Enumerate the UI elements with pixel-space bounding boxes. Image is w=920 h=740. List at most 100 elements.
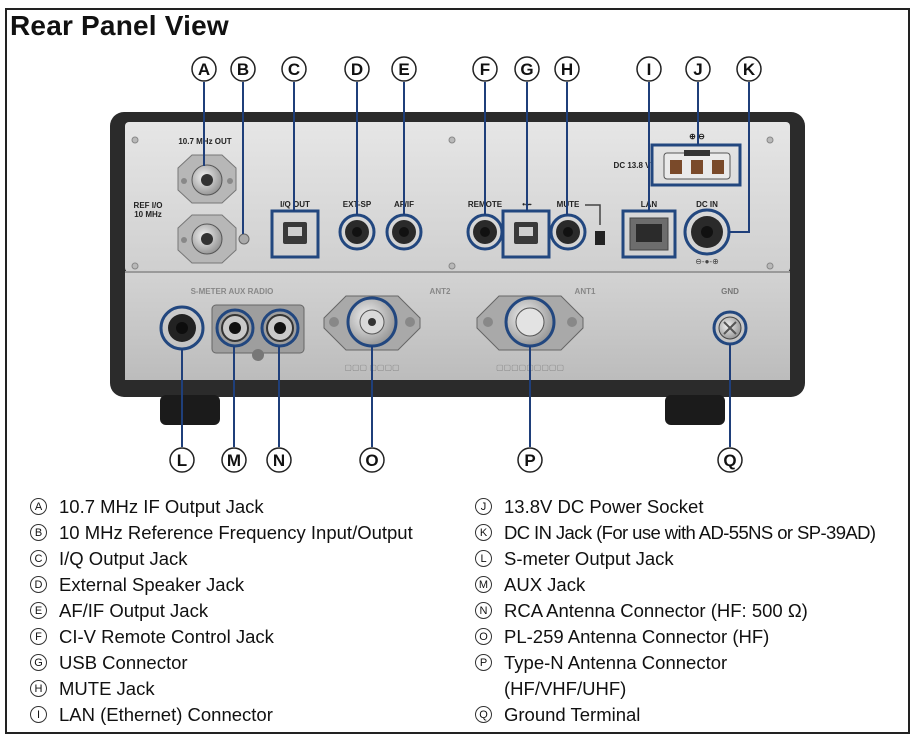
label-10mhz: 10 MHz — [134, 210, 162, 219]
legend-badge: I — [30, 706, 47, 723]
svg-text:M: M — [227, 451, 241, 470]
legend-text: S-meter Output Jack — [504, 548, 674, 569]
ext-sp-jack — [338, 213, 376, 251]
legend-badge: L — [475, 550, 492, 567]
dc-13-8-socket — [650, 143, 742, 187]
callout-a: A — [191, 56, 217, 82]
bnc-ref-io — [177, 214, 250, 264]
legend-item-l: L S-meter Output Jack — [475, 546, 875, 572]
callout-d: D — [344, 56, 370, 82]
callout-o: O — [359, 447, 385, 473]
legend-item-h: H MUTE Jack — [30, 676, 413, 702]
callout-j: J — [685, 56, 711, 82]
legend-text: CI-V Remote Control Jack — [59, 626, 274, 647]
legend-item-k: K DC IN Jack (For use with AD-55NS or SP-… — [475, 520, 876, 546]
legend-item-q: Q Ground Terminal — [475, 702, 875, 728]
legend-item-o: O PL-259 Antenna Connector (HF) — [475, 624, 875, 650]
svg-text:E: E — [398, 60, 409, 79]
legend-text: MUTE Jack — [59, 678, 155, 699]
callout-m: M — [221, 447, 247, 473]
legend-badge: C — [30, 550, 47, 567]
lan-connector — [621, 209, 677, 259]
rca-antenna-connector — [260, 308, 300, 348]
legend-badge: J — [475, 498, 492, 515]
legend-badge: F — [30, 628, 47, 645]
legend-badge — [475, 680, 492, 697]
legend-item-j: J 13.8V DC Power Socket — [475, 494, 875, 520]
legend-text: 13.8V DC Power Socket — [504, 496, 704, 517]
mute-jack — [549, 204, 605, 251]
svg-text:N: N — [273, 451, 285, 470]
legend-text: Ground Terminal — [504, 704, 641, 725]
svg-text:⊖-●-⊕: ⊖-●-⊕ — [695, 257, 719, 266]
legend-text: I/Q Output Jack — [59, 548, 188, 569]
callout-e: E — [391, 56, 417, 82]
legend-badge: P — [475, 654, 492, 671]
legend-text: RCA Antenna Connector (HF: 500 Ω) — [504, 600, 808, 621]
callout-c: C — [281, 56, 307, 82]
legend-badge: E — [30, 602, 47, 619]
svg-text:Q: Q — [723, 451, 736, 470]
callout-p: P — [517, 447, 543, 473]
svg-text:P: P — [524, 451, 535, 470]
legend-item-p-continued: (HF/VHF/UHF) — [475, 676, 875, 702]
legend-badge: K — [475, 524, 492, 541]
svg-text:L: L — [177, 451, 187, 470]
label-ant2: ANT2 — [430, 287, 451, 296]
af-if-jack — [385, 213, 423, 251]
legend-text: External Speaker Jack — [59, 574, 245, 595]
legend-item-i: I LAN (Ethernet) Connector — [30, 702, 413, 728]
callout-lines — [181, 82, 750, 447]
legend-badge: O — [475, 628, 492, 645]
callout-g: G — [514, 56, 540, 82]
legend-badge: M — [475, 576, 492, 593]
legend-badge: H — [30, 680, 47, 697]
legend-item-e: E AF/IF Output Jack — [30, 598, 413, 624]
label-iq-out: I/Q OUT — [280, 200, 310, 209]
label-smeter-aux-radio: S-METER AUX RADIO — [191, 287, 274, 296]
legend-text: USB Connector — [59, 652, 188, 673]
legend-item-d: D External Speaker Jack — [30, 572, 413, 598]
legend-badge: B — [30, 524, 47, 541]
right-foot — [665, 395, 725, 425]
svg-text:O: O — [365, 451, 378, 470]
callout-l: L — [169, 447, 195, 473]
legend-badge: D — [30, 576, 47, 593]
legend-right: J 13.8V DC Power Socket K DC IN Jack (For … — [475, 494, 876, 728]
legend-badge: Q — [475, 706, 492, 723]
legend-text: PL-259 Antenna Connector (HF) — [504, 626, 770, 647]
callout-f: F — [472, 56, 498, 82]
svg-text:H: H — [561, 60, 573, 79]
label-ref-io: REF I/O — [134, 201, 163, 210]
callout-q: Q — [717, 447, 743, 473]
svg-text:G: G — [520, 60, 533, 79]
legend-text: LAN (Ethernet) Connector — [59, 704, 273, 725]
legend-text: AUX Jack — [504, 574, 586, 595]
legend-badge: G — [30, 654, 47, 671]
svg-text:D: D — [351, 60, 363, 79]
remote-jack — [466, 213, 504, 251]
legend-text: 10.7 MHz IF Output Jack — [59, 496, 264, 517]
label-dc-in: DC IN — [696, 200, 718, 209]
screws — [131, 136, 774, 270]
callout-n: N — [266, 447, 292, 473]
svg-text:J: J — [693, 60, 702, 79]
legend-text: AF/IF Output Jack — [59, 600, 209, 621]
callout-h: H — [554, 56, 580, 82]
legend-text: (HF/VHF/UHF) — [504, 678, 627, 699]
ground-terminal — [712, 310, 748, 346]
svg-text:K: K — [743, 60, 756, 79]
callout-b: B — [230, 56, 256, 82]
callout-i: I — [636, 56, 662, 82]
legend-badge: N — [475, 602, 492, 619]
legend-item-g: G USB Connector — [30, 650, 413, 676]
label-dc-13-8: DC 13.8 V — [614, 161, 652, 170]
legend-text: DC IN Jack (For use with AD-55NS or SP-3… — [504, 522, 876, 543]
label-gnd: GND — [721, 287, 739, 296]
legend-item-m: M AUX Jack — [475, 572, 875, 598]
aux-jack — [215, 308, 255, 348]
label-mute: MUTE — [557, 200, 580, 209]
svg-text:C: C — [288, 60, 300, 79]
